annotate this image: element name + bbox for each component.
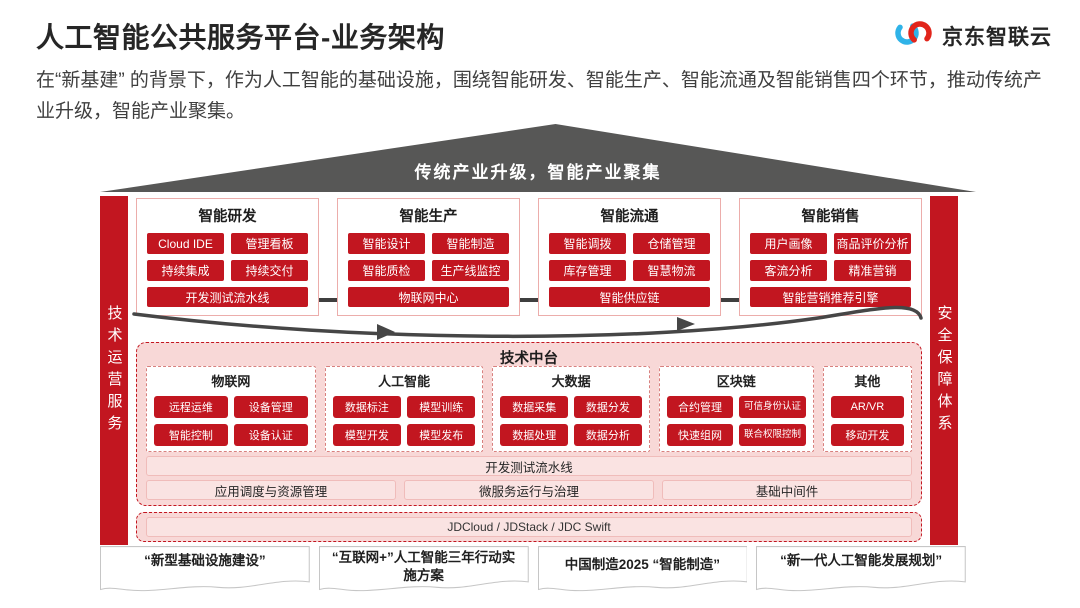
feature-chip: 仓储管理 <box>633 233 710 254</box>
platform-bar: 基础中间件 <box>662 480 912 500</box>
ribbon-label: 中国制造2025 “智能制造” <box>564 557 721 572</box>
policy-ribbon: 中国制造2025 “智能制造” <box>537 546 748 596</box>
platform-bar: 应用调度与资源管理 <box>146 480 396 500</box>
wide-feature-chip: 智能营销推荐引擎 <box>750 287 911 307</box>
flow-arrow <box>128 294 930 346</box>
feature-chip: 智能质检 <box>348 260 425 281</box>
feature-chip: 管理看板 <box>231 233 308 254</box>
tech-groups-row: 物联网 远程运维 设备管理 智能控制 设备认证 人工智能 数据标注 模型训练 模… <box>146 366 912 452</box>
infra-bar: JDCloud / JDStack / JDC Swift <box>146 517 912 537</box>
feature-chip: 智慧物流 <box>633 260 710 281</box>
tech-chip: 模型训练 <box>407 396 476 418</box>
logo-text: 京东智联云 <box>942 25 1052 49</box>
feature-chip: 库存管理 <box>549 260 626 281</box>
tech-chip: 数据分析 <box>574 424 642 446</box>
tech-group-bigdata: 大数据 数据采集 数据分发 数据处理 数据分析 <box>492 366 650 452</box>
business-column-research: 智能研发 Cloud IDE 管理看板 持续集成 持续交付 开发测试流水线 <box>136 198 319 316</box>
tech-chip: 可信身份认证 <box>739 396 806 418</box>
ribbon-label: “新一代人工智能发展规划” <box>780 553 943 568</box>
business-column-circulation: 智能流通 智能调拨 仓储管理 库存管理 智慧物流 智能供应链 <box>538 198 721 316</box>
group-title: 大数据 <box>551 374 591 389</box>
wide-feature-chip: 开发测试流水线 <box>147 287 308 307</box>
ribbon-shape-icon <box>537 546 748 592</box>
feature-chip: 生产线监控 <box>432 260 509 281</box>
wide-feature-chip: 物联网中心 <box>348 287 509 307</box>
column-title: 智能销售 <box>801 209 860 225</box>
feature-chip: 智能设计 <box>348 233 425 254</box>
tech-chip: 快速组网 <box>666 424 734 446</box>
tech-chip: 模型发布 <box>407 424 476 446</box>
tech-chip: 智能控制 <box>154 424 228 446</box>
page-title: 人工智能公共服务平台-业务架构 <box>36 22 445 53</box>
feature-chip: 智能制造 <box>432 233 509 254</box>
feature-chip: 持续集成 <box>147 260 224 281</box>
group-title: 人工智能 <box>378 374 431 389</box>
description: 在“新基建” 的背景下，作为人工智能的基础设施，围绕智能研发、智能生产、智能流通… <box>36 70 1042 122</box>
wide-feature-chip: 智能供应链 <box>549 287 710 307</box>
platform-bar: 微服务运行与治理 <box>404 480 654 500</box>
ribbon-shape-icon <box>318 546 529 592</box>
feature-chip: 智能调拨 <box>549 233 626 254</box>
column-title: 智能研发 <box>198 209 257 225</box>
tech-chip: 数据标注 <box>332 396 402 418</box>
tech-group-other: 其他 AR/VR 移动开发 <box>822 366 912 452</box>
policy-ribbons-row: “新型基础设施建设” “互联网+”人工智能三年行动实施方案 中国制造2025 “… <box>100 546 966 596</box>
tech-chip: 数据采集 <box>500 396 569 418</box>
roof-banner: 传统产业升级，智能产业聚集 <box>100 124 976 192</box>
policy-ribbon: “互联网+”人工智能三年行动实施方案 <box>318 546 529 596</box>
ribbon-label: “互联网+”人工智能三年行动实施方案 <box>331 550 516 583</box>
platform-bars-row: 应用调度与资源管理 微服务运行与治理 基础中间件 <box>146 480 912 500</box>
arrow-curve <box>132 305 923 339</box>
tech-chip: 移动开发 <box>830 424 904 446</box>
tech-chip: 远程运维 <box>154 396 228 418</box>
feature-chip: 精准营销 <box>834 260 911 281</box>
feature-chip: 持续交付 <box>231 260 308 281</box>
tech-group-iot: 物联网 远程运维 设备管理 智能控制 设备认证 <box>146 366 316 452</box>
jd-cloud-logo-icon <box>893 18 935 53</box>
feature-chip: 商品评价分析 <box>834 233 911 254</box>
tech-chip: 联合权限控制 <box>739 424 806 446</box>
tech-chip: 数据处理 <box>500 424 569 446</box>
tech-chip: 设备管理 <box>233 396 308 418</box>
roof-label: 传统产业升级，智能产业聚集 <box>414 163 662 182</box>
tech-chip: 模型开发 <box>332 424 402 446</box>
column-title: 智能流通 <box>600 209 659 225</box>
right-side-banner: 安全保障体系 <box>930 196 958 545</box>
arrowhead-icon <box>377 324 395 340</box>
right-side-banner-label: 安全保障体系 <box>935 304 953 437</box>
feature-chip: 用户画像 <box>750 233 827 254</box>
ribbon-label: “新型基础设施建设” <box>144 553 266 568</box>
tech-chip: 合约管理 <box>666 396 734 418</box>
feature-chip: 客流分析 <box>750 260 827 281</box>
tech-chip: AR/VR <box>830 396 904 418</box>
business-column-production: 智能生产 智能设计 智能制造 智能质检 生产线监控 物联网中心 <box>337 198 520 316</box>
left-side-banner-label: 技术运营服务 <box>105 304 123 437</box>
group-title: 物联网 <box>211 374 251 389</box>
group-title: 其他 <box>854 374 881 389</box>
tech-group-ai: 人工智能 数据标注 模型训练 模型开发 模型发布 <box>324 366 484 452</box>
arrowhead-icon <box>677 317 695 331</box>
jd-cloud-logo: 京东智联云 <box>893 18 1052 53</box>
tech-chip: 设备认证 <box>233 424 308 446</box>
column-title: 智能生产 <box>399 209 458 225</box>
tech-chip: 数据分发 <box>574 396 642 418</box>
ribbon-shape-icon <box>756 546 966 592</box>
left-side-banner: 技术运营服务 <box>100 196 128 545</box>
ribbon-shape-icon <box>100 546 310 592</box>
tech-group-blockchain: 区块链 合约管理 可信身份认证 快速组网 联合权限控制 <box>658 366 814 452</box>
tech-platform-title: 技术中台 <box>500 351 558 367</box>
pipeline-bar: 开发测试流水线 <box>146 456 912 476</box>
feature-chip: Cloud IDE <box>147 233 224 254</box>
policy-ribbon: “新一代人工智能发展规划” <box>756 546 966 596</box>
policy-ribbon: “新型基础设施建设” <box>100 546 310 596</box>
group-title: 区块链 <box>716 374 756 389</box>
